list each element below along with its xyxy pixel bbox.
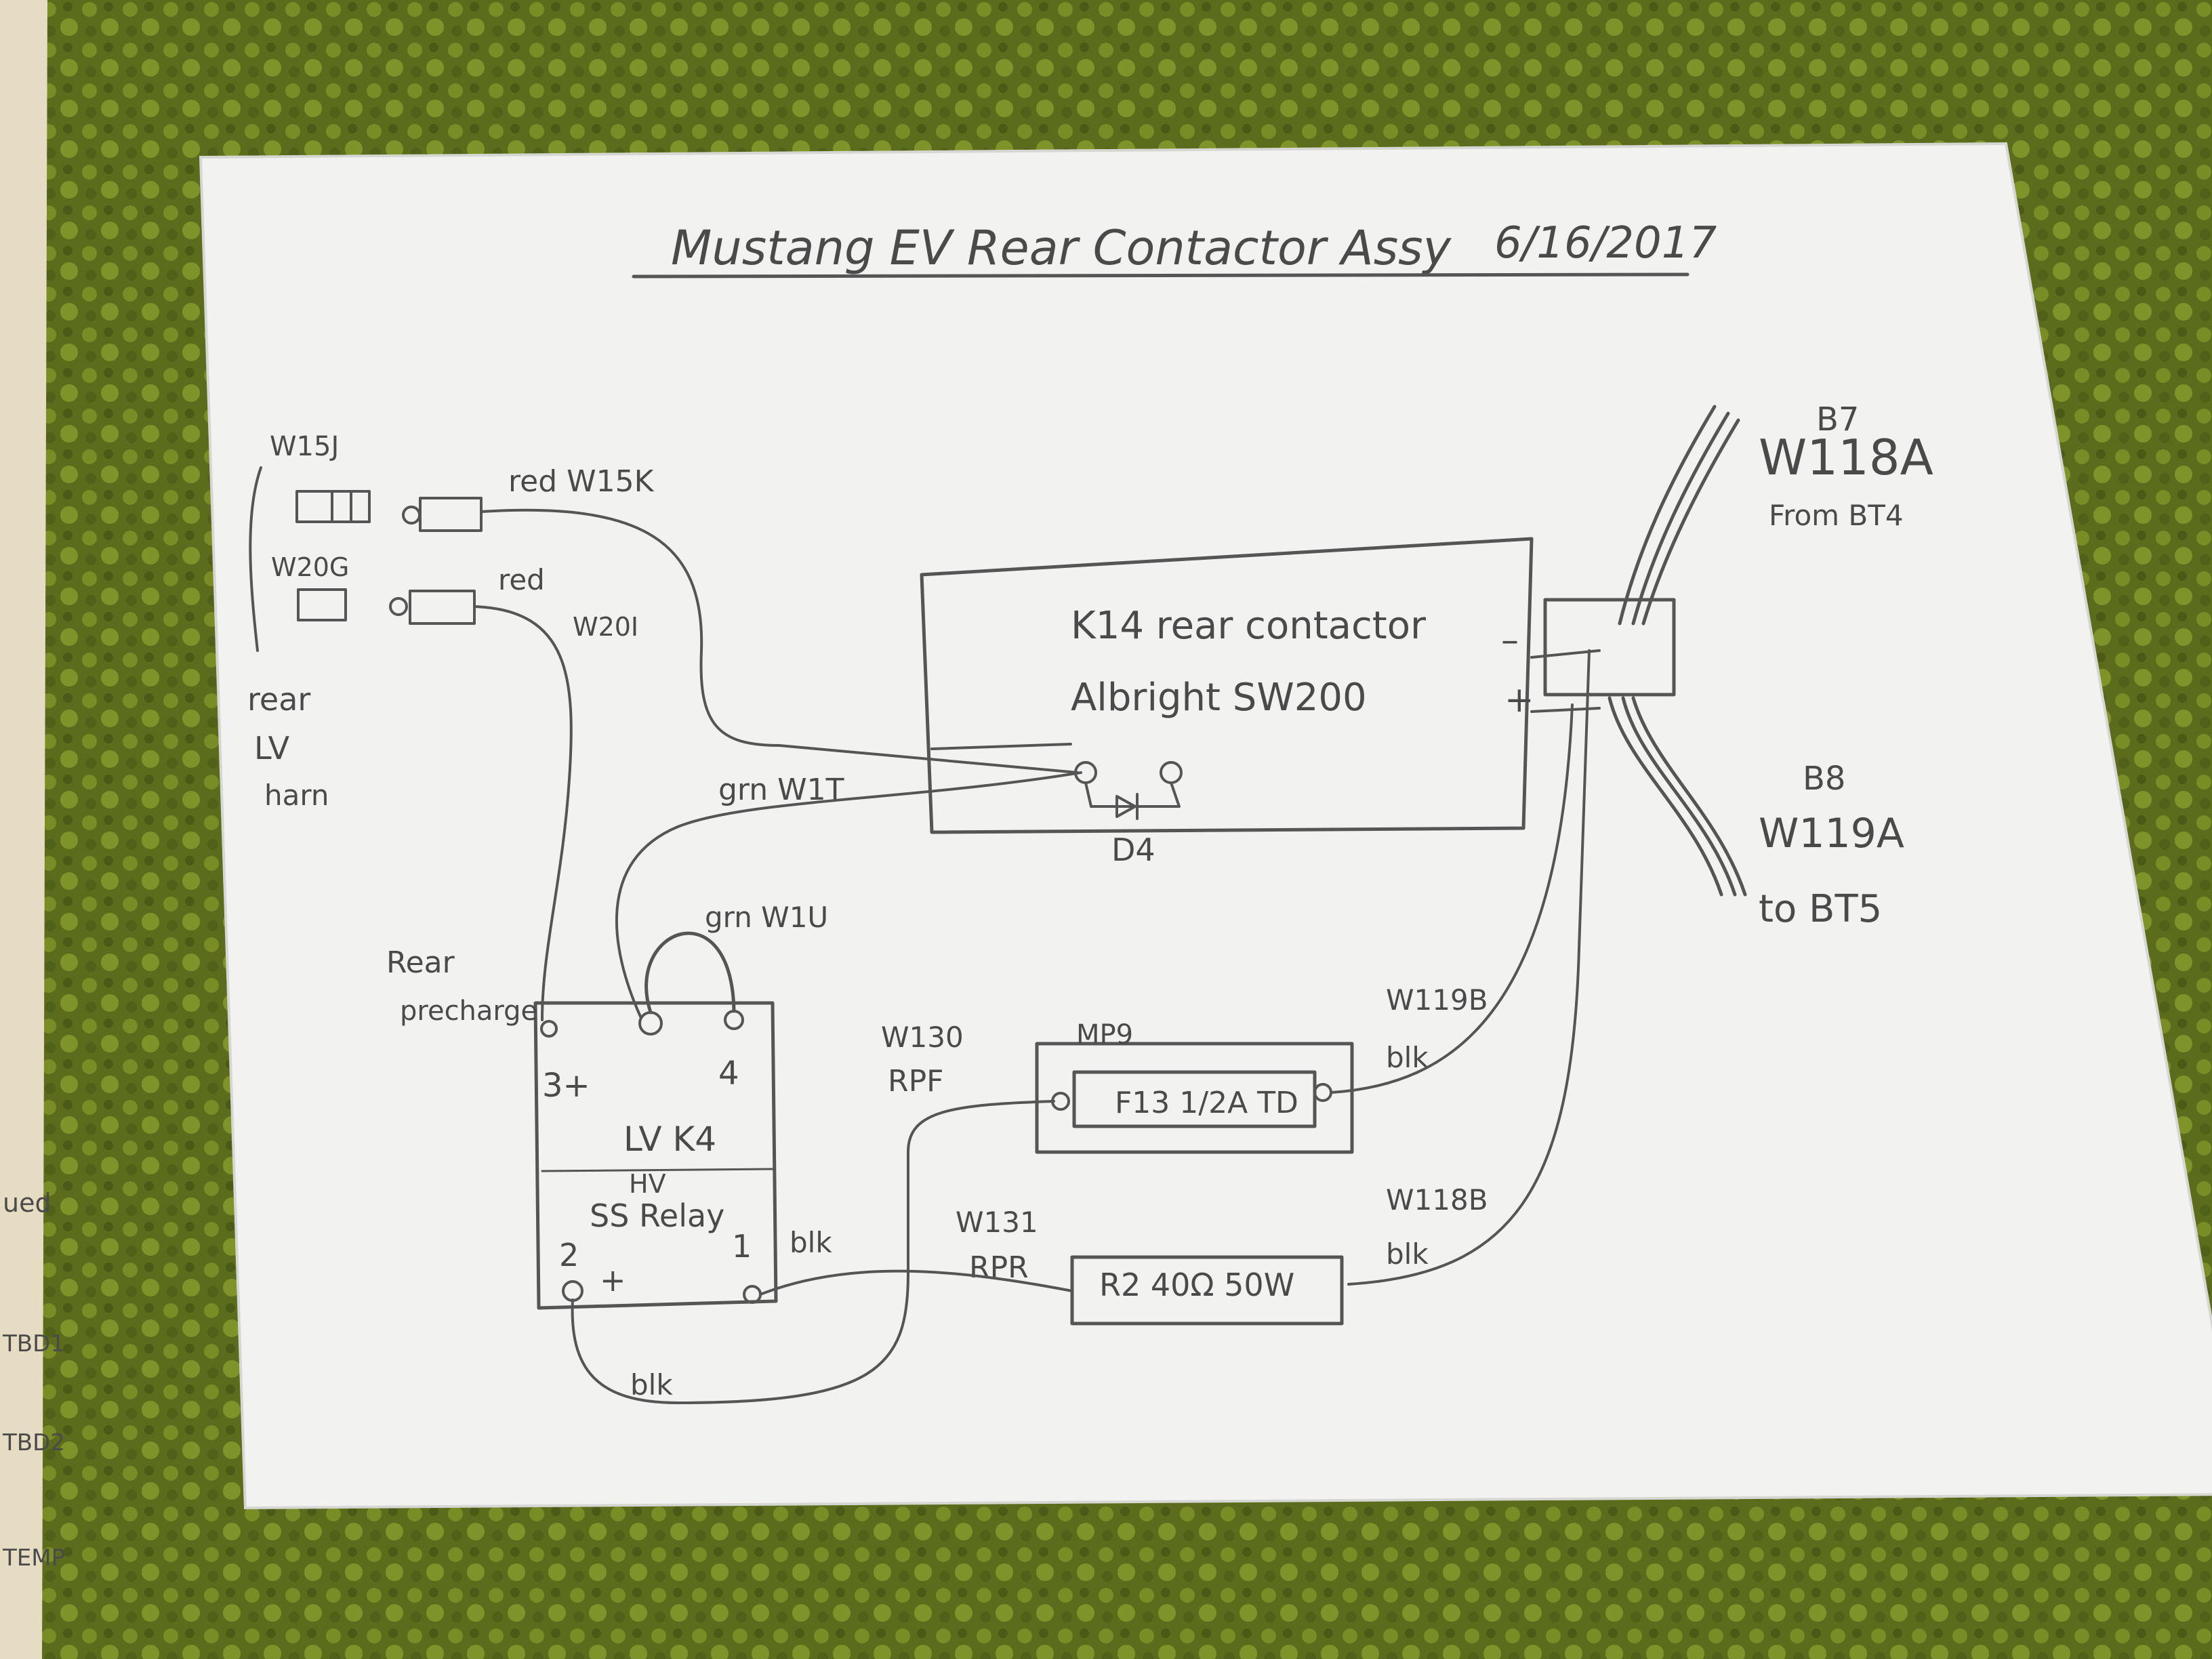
title-underline <box>632 272 1689 279</box>
relay-pin4-label: 4 <box>718 1054 739 1092</box>
connector-w20g <box>297 588 347 621</box>
fuse-body <box>1072 1070 1317 1128</box>
diagram-title: Mustang EV Rear Contactor Assy <box>671 220 1452 276</box>
relay-pin2-label: 2 <box>559 1237 579 1273</box>
relay-plus-label: + <box>600 1262 626 1298</box>
wires <box>473 508 1591 1404</box>
fuse-wire-left-2: RPF <box>888 1064 943 1099</box>
fuse-f13: MP9 F13 1/2A TD W130 RPF W119B blk <box>881 983 1488 1154</box>
wire-w15k <box>480 508 1079 774</box>
side-text-tbd2: TBD2 <box>2 1429 65 1456</box>
side-text-temp: TEMP <box>2 1544 65 1572</box>
fuse-wire-right-2: blk <box>1386 1041 1429 1074</box>
relay-lv-label: LV K4 <box>623 1120 716 1159</box>
fuse-holder-mp9 <box>1035 1042 1354 1154</box>
contactor-line1: K14 rear contactor <box>1071 604 1427 648</box>
wire-w1t <box>615 771 1082 1018</box>
label-lv: LV <box>254 730 290 766</box>
label-w20g: W20G <box>271 552 349 582</box>
label-rear-precharge-1: Rear <box>386 945 455 980</box>
resistor-wire-left-1: W131 <box>956 1206 1038 1239</box>
harness-brace <box>249 466 262 652</box>
ss-relay-k4: Rear precharge grn W1U 3+ 4 LV K4 HV SS … <box>386 901 828 1310</box>
side-text-tbd1: TBD1 <box>2 1330 65 1357</box>
connector-w15k <box>419 497 483 532</box>
label-b8: B8 <box>1803 760 1845 798</box>
relay-pin3-label: 3+ <box>542 1067 590 1105</box>
label-rear: rear <box>247 681 310 718</box>
relay-ss-label: SS Relay <box>590 1197 724 1234</box>
contactor-line2: Albright SW200 <box>1071 676 1367 720</box>
fuse-body-label: F13 1/2A TD <box>1115 1086 1298 1120</box>
wire-w131 <box>759 1269 1073 1296</box>
relay-pin1-label: 1 <box>732 1228 752 1265</box>
contactor-minus: – <box>1501 620 1519 661</box>
relay-hv-label: HV <box>629 1169 666 1199</box>
jumper-w1u <box>644 931 736 1015</box>
title-block: Mustang EV Rear Contactor Assy 6/16/2017 <box>632 218 1717 279</box>
fuse-wire-right-1: W119B <box>1386 983 1488 1017</box>
label-rear-precharge-2: precharge <box>400 996 537 1027</box>
side-sheet: ued TBD1 TBD2 TEMP <box>0 0 65 1659</box>
label-harn: harn <box>264 779 329 812</box>
cable-clamp <box>1543 598 1676 697</box>
connector-group: W15J red W15K W20G red W20I rear LV harn <box>247 431 655 812</box>
contactor-k14: K14 rear contactor Albright SW200 – + D4… <box>718 537 1534 868</box>
battery-cables: B7 W118A From BT4 B8 W119A to BT5 <box>1530 401 1933 931</box>
contactor-outline <box>920 537 1534 834</box>
label-to-bt5: to BT5 <box>1759 887 1882 931</box>
resistor-label: R2 40Ω 50W <box>1099 1267 1294 1303</box>
resistor-wire-right-1: W118B <box>1386 1183 1488 1216</box>
label-w119a: W119A <box>1759 810 1904 857</box>
diode-d4 <box>1115 795 1136 818</box>
contactor-plus: + <box>1504 680 1534 720</box>
label-from-bt4: From BT4 <box>1769 499 1904 532</box>
label-jumper: grn W1U <box>705 901 828 934</box>
diagram-date: 6/16/2017 <box>1494 218 1717 268</box>
wire-w119b <box>1330 703 1574 1094</box>
label-b7: B7 <box>1816 401 1859 438</box>
label-w15k: red W15K <box>508 464 655 499</box>
paper-sheet <box>201 144 2212 1508</box>
resistor-wire-right-2: blk <box>1386 1237 1429 1271</box>
wire-blk-b: blk <box>630 1368 673 1401</box>
relay-outline <box>533 1001 778 1310</box>
label-w15j: W15J <box>270 431 339 462</box>
diode-label: D4 <box>1111 832 1155 868</box>
connector-w15j <box>295 490 352 523</box>
label-red2: red <box>498 563 545 596</box>
fuse-wire-left-1: W130 <box>881 1021 964 1054</box>
wire-w118b <box>1347 649 1591 1286</box>
fuse-holder-label: MP9 <box>1076 1019 1133 1050</box>
wire-blk-a: blk <box>790 1226 832 1259</box>
wire-w20i <box>473 605 573 1021</box>
side-text-ued: ued <box>3 1188 52 1218</box>
wire-w130 <box>571 1100 1055 1404</box>
label-w118a: W118A <box>1759 429 1933 486</box>
label-w20i: W20I <box>573 612 638 642</box>
